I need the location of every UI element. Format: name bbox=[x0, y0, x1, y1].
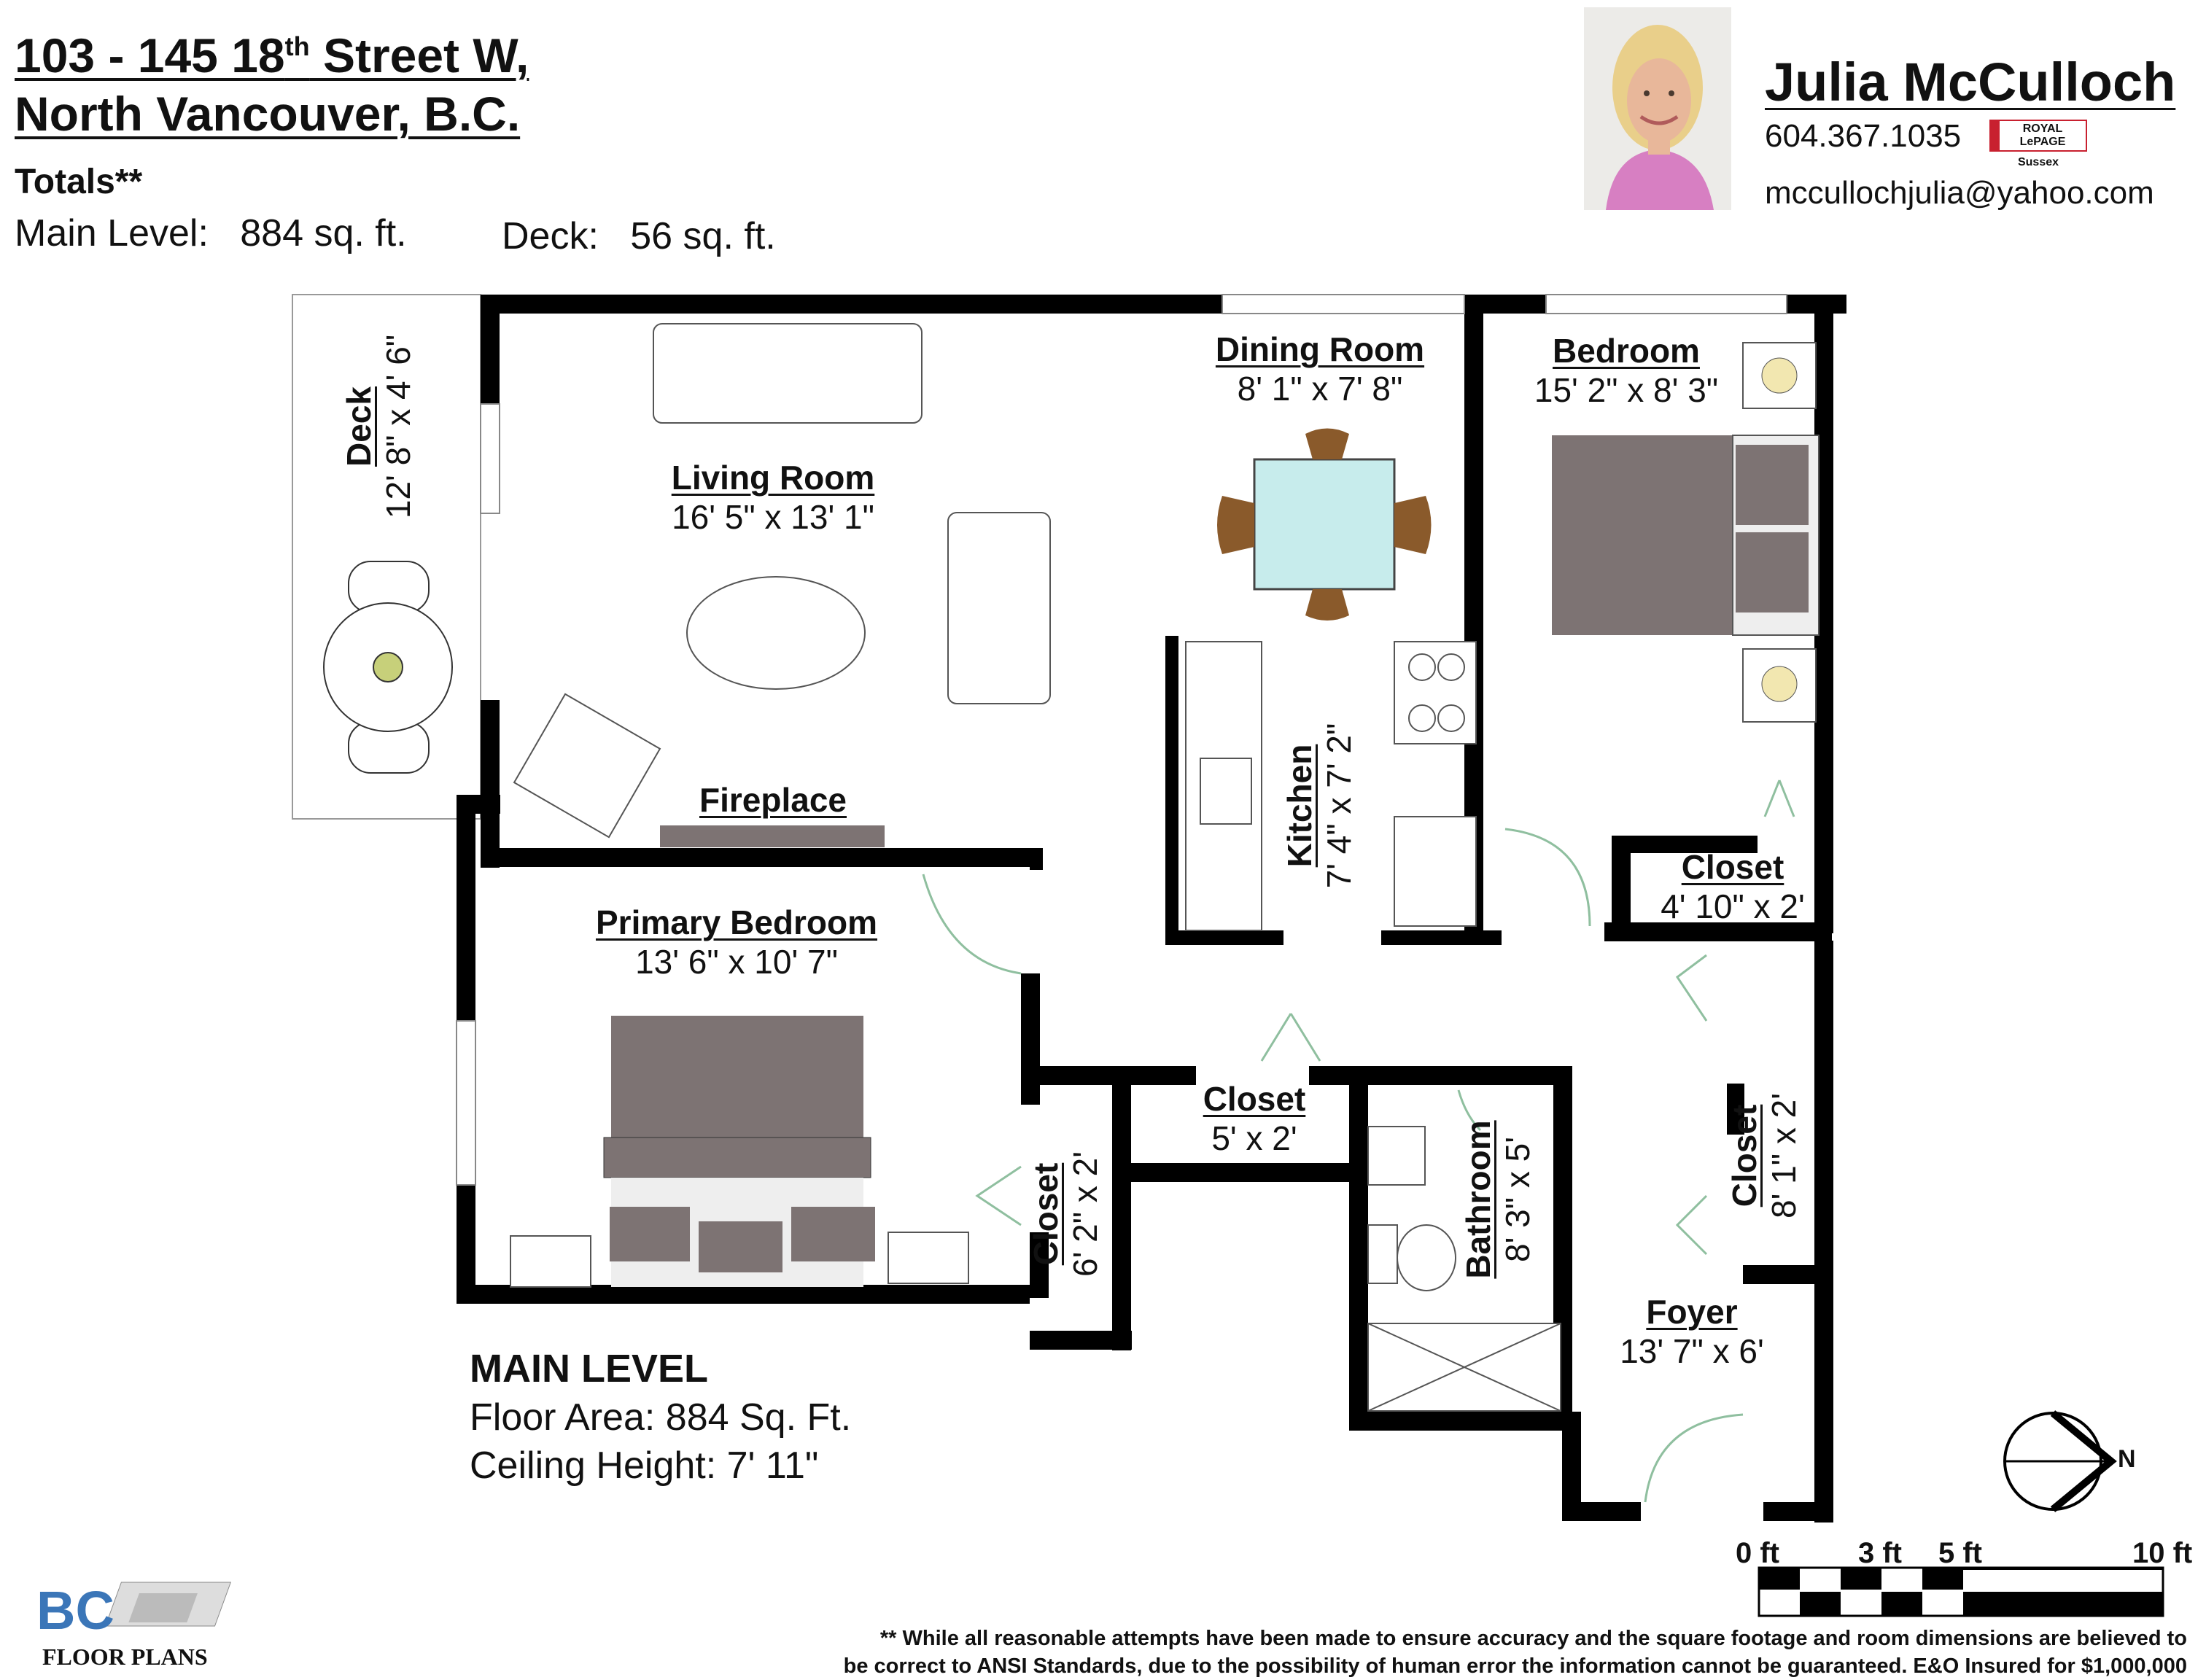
property-address-line2: North Vancouver, B.C. bbox=[15, 87, 521, 141]
brokerage-logo-top: ROYAL LePAGE bbox=[1989, 120, 2087, 152]
scale-label-3: 3 ft bbox=[1858, 1537, 1902, 1569]
dining-set bbox=[1217, 428, 1432, 621]
closet-foyer-label: Closet 8' 1" x 2' bbox=[1725, 1093, 1803, 1218]
fireplace-hearth bbox=[660, 825, 885, 847]
bc-logo-letters: BC bbox=[36, 1580, 114, 1641]
scale-label-5: 5 ft bbox=[1938, 1537, 1982, 1569]
bc-logo-text: FLOOR PLANS bbox=[42, 1644, 208, 1670]
foyer-closet-bar bbox=[1727, 1084, 1744, 1135]
closet-middle-label: Closet 5' x 2' bbox=[1203, 1080, 1306, 1157]
totals-main-level: Main Level: 884 sq. ft. bbox=[15, 212, 407, 254]
living-room-label: Living Room 16' 5" x 13' 1" bbox=[671, 459, 875, 536]
main-level-ceiling: Ceiling Height: 7' 11" bbox=[470, 1444, 819, 1487]
main-level-title: MAIN LEVEL bbox=[470, 1347, 709, 1391]
totals-deck: Deck: 56 sq. ft. bbox=[502, 215, 776, 257]
bc-floor-plans-logo: BC FLOOR PLANS bbox=[36, 1575, 255, 1670]
brokerage-logo: ROYAL LePAGE Sussex bbox=[1989, 120, 2087, 169]
bedroom-label: Bedroom 15' 2" x 8' 3" bbox=[1534, 332, 1719, 409]
primary-bedroom-label: Primary Bedroom 13' 6" x 10' 7" bbox=[595, 903, 877, 981]
agent-name: Julia McCulloch bbox=[1765, 52, 2176, 112]
bc-logo-graphic bbox=[104, 1582, 232, 1627]
deck-table-set bbox=[323, 561, 453, 774]
scale-bar-graphic bbox=[1758, 1566, 2164, 1617]
foyer-label: Foyer 13' 7" x 6' bbox=[1620, 1293, 1764, 1370]
bathroom-fixtures bbox=[1367, 1126, 1561, 1412]
living-furniture bbox=[513, 323, 1051, 839]
door-swings bbox=[922, 779, 1795, 1503]
compass-icon bbox=[2003, 1410, 2117, 1512]
compass-north-label: N bbox=[2118, 1445, 2136, 1473]
fireplace-label: Fireplace bbox=[699, 781, 847, 819]
main-level-floor-area: Floor Area: 884 Sq. Ft. bbox=[470, 1396, 852, 1439]
agent-email: mccullochjulia@yahoo.com bbox=[1765, 175, 2154, 211]
agent-phone: 604.367.1035 bbox=[1765, 118, 1962, 154]
kitchen-label: Kitchen 7' 4" x 7' 2" bbox=[1281, 723, 1358, 889]
property-address-line1: 103 - 145 18th Street W, bbox=[15, 28, 529, 82]
totals-heading: Totals** bbox=[15, 163, 143, 201]
bathroom-label: Bathroom 8' 3" x 5' bbox=[1459, 1120, 1537, 1279]
disclaimer: ** While all reasonable attempts have be… bbox=[729, 1625, 2187, 1680]
dining-room-label: Dining Room 8' 1" x 7' 8" bbox=[1215, 330, 1425, 408]
scale-label-0: 0 ft bbox=[1736, 1537, 1779, 1569]
windows bbox=[456, 294, 1787, 1186]
closet-primary-label: Closet 6' 2" x 2' bbox=[1027, 1151, 1104, 1277]
disclaimer-line1: ** While all reasonable attempts have be… bbox=[879, 1627, 2187, 1650]
agent-photo bbox=[1584, 7, 1731, 210]
deck-label: Deck 12' 8" x 4' 6" bbox=[340, 334, 417, 519]
brokerage-logo-sub: Sussex bbox=[2017, 156, 2059, 168]
bedroom-bed bbox=[1552, 342, 1819, 723]
kitchen-fixtures bbox=[1185, 641, 1477, 931]
disclaimer-line2: be correct to ANSI Standards, due to the… bbox=[843, 1654, 2187, 1678]
scale-label-10: 10 ft bbox=[2132, 1537, 2193, 1569]
primary-bed bbox=[510, 1016, 969, 1288]
closet-bedroom-label: Closet 4' 10" x 2' bbox=[1661, 848, 1805, 925]
